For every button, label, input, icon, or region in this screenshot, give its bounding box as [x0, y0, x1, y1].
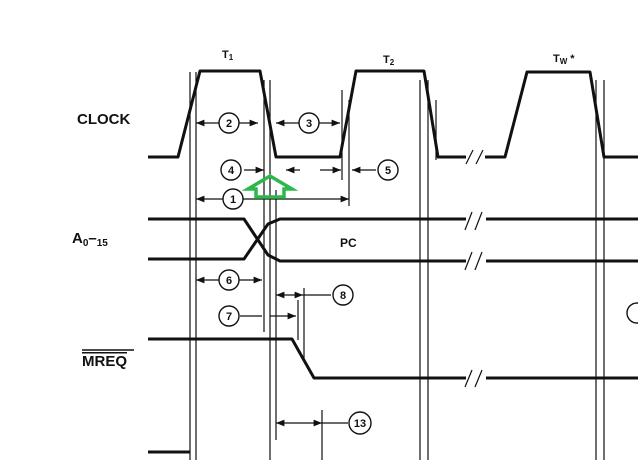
- mreq-break-mark: [464, 369, 483, 388]
- up-arrow-icon: [241, 173, 299, 199]
- phase-t2-label: T2: [383, 54, 395, 67]
- svg-text:4: 4: [228, 165, 235, 177]
- svg-text:2: 2: [226, 118, 232, 130]
- svg-text:13: 13: [354, 418, 366, 430]
- clock-waveform-after-break: [485, 70, 638, 159]
- address-bus-value-pc: PC: [340, 236, 357, 250]
- svg-text:5: 5: [385, 165, 391, 177]
- param-6-marker: 6: [218, 269, 240, 291]
- address-bus-label: A0–15: [72, 230, 108, 249]
- mreq-waveform: [148, 337, 466, 380]
- param-8-marker: 8: [332, 284, 354, 306]
- param-7-marker: 7: [218, 305, 240, 327]
- clock-signal-label: CLOCK: [77, 111, 130, 128]
- svg-text:6: 6: [226, 275, 232, 287]
- svg-text:1: 1: [230, 194, 236, 206]
- param-3-marker: 3: [298, 112, 320, 134]
- offscreen-parameter-marker: [626, 302, 638, 324]
- phase-tw-label: TW*: [553, 53, 575, 66]
- phase-t1-label: T1: [222, 49, 234, 62]
- clock-break-mark: [465, 149, 484, 165]
- address-bus-waveform: [148, 217, 638, 263]
- param-1-marker: 1: [222, 188, 244, 210]
- param-13-marker: 13: [348, 411, 372, 435]
- param-5-marker: 5: [377, 159, 399, 181]
- mreq-signal-label: MREQ: [82, 353, 127, 370]
- svg-text:8: 8: [340, 290, 346, 302]
- svg-text:7: 7: [226, 311, 232, 323]
- timing-reference-lines: [189, 72, 605, 460]
- param-4-marker: 4: [220, 159, 242, 181]
- address-bus-break-mark: [464, 211, 483, 271]
- param-2-marker: 2: [218, 112, 240, 134]
- clock-waveform: [148, 69, 466, 159]
- svg-text:3: 3: [306, 118, 312, 130]
